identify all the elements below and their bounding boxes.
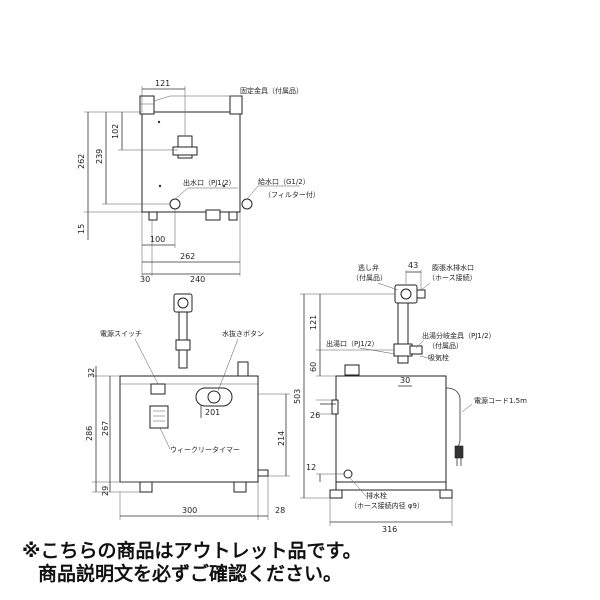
dim-front-32: 32 (87, 368, 96, 378)
dim-side-503: 503 (293, 389, 302, 404)
dim-front-214: 214 (277, 431, 286, 446)
top-view: 固定金具（付属品） 出水口（PJ1/2） 給水口（G1/2） （フィルター付） … (77, 79, 320, 284)
dim-top-30: 30 (140, 275, 150, 284)
dim-front-286: 286 (85, 426, 94, 441)
dim-side-121: 121 (309, 315, 318, 330)
front-weekly-timer[interactable] (149, 405, 169, 429)
side-branch-fitting (393, 343, 413, 357)
side-view: 逃し弁 （付属品） 膨張水排水口 （ホース接続） 出湯口（PJ1/2） 出湯分岐… (293, 261, 527, 534)
dim-side-60: 60 (309, 362, 318, 372)
label-weekly-timer: ウィークリータイマー (170, 445, 240, 454)
label-expansion-sub: （ホース接続） (428, 273, 477, 282)
label-drain-sub: （ホース接続内径 φ9） (350, 501, 424, 510)
dim-top-102: 102 (111, 124, 120, 139)
dim-side-12: 12 (306, 463, 316, 472)
leader-fixing (153, 95, 240, 102)
dim-side-43: 43 (408, 261, 418, 270)
dim-front-267: 267 (101, 421, 110, 436)
label-drain-button: 水抜きボタン (222, 329, 264, 338)
notice-line-2: 商品説明文を必ずご確認ください。 (38, 563, 343, 585)
front-drain-button[interactable] (207, 390, 221, 404)
dim-side-26: 26 (310, 411, 320, 420)
top-outlet-fitting (169, 198, 181, 210)
top-view-body (141, 111, 241, 213)
label-branch-fitting: 出湯分岐金具（PJ1/2） (422, 331, 496, 340)
label-branch-sub: （付属品） (428, 341, 463, 350)
front-view: 電源スイッチ 水抜きボタン ウィークリータイマー 201 32 286 267 … (85, 293, 290, 520)
fixing-bracket (139, 95, 155, 115)
label-intake-plug: 吸気栓 (428, 353, 449, 362)
front-body (119, 375, 259, 483)
label-top-inlet: 給水口（G1/2） (258, 177, 310, 186)
dimension-diagram: 固定金具（付属品） 出水口（PJ1/2） 給水口（G1/2） （フィルター付） … (77, 79, 527, 534)
top-center-fitting (205, 209, 221, 221)
dim-front-29: 29 (101, 486, 110, 496)
label-expansion-drain: 膨張水排水口 (432, 263, 474, 272)
front-foot-left (139, 481, 153, 493)
dim-side-316: 316 (382, 525, 397, 534)
dim-top-239: 239 (95, 149, 104, 164)
fixing-bracket-right (229, 95, 243, 115)
front-foot-right (233, 481, 247, 493)
dim-front-300: 300 (182, 506, 197, 515)
label-filter: （フィルター付） (264, 190, 320, 199)
label-hot-outlet: 出湯口（PJ1/2） (326, 339, 379, 348)
dim-top-262: 262 (77, 154, 86, 169)
dim-top-121: 121 (155, 79, 170, 88)
dim-side-30: 30 (400, 376, 410, 385)
dim-top-15: 15 (77, 224, 86, 234)
side-intake-plug (344, 364, 360, 376)
side-drain-plug (343, 469, 353, 479)
label-relief-sub: （付属品） (352, 273, 387, 282)
dim-front-28: 28 (275, 506, 285, 515)
label-relief-valve: 逃し弁 (358, 263, 379, 272)
side-pipe (397, 302, 409, 364)
side-power-cord (445, 387, 461, 449)
label-top-outlet: 出水口（PJ1/2） (183, 178, 236, 187)
outlet-notice: ※こちらの商品はアウトレット品です。 商品説明文を必ずご確認ください。 (22, 540, 582, 586)
notice-line-1: ※こちらの商品はアウトレット品です。 (22, 540, 362, 562)
dim-top-262b: 262 (180, 252, 195, 261)
dim-front-201: 201 (205, 408, 220, 417)
label-drain-plug: 排水栓 (366, 491, 387, 500)
label-fixing-bracket: 固定金具（付属品） (240, 86, 303, 95)
top-valve-body (172, 146, 198, 156)
front-intake-plug (237, 361, 249, 377)
dim-top-100: 100 (150, 235, 165, 244)
front-power-switch[interactable] (150, 383, 166, 395)
label-power-cord: 電源コード1.5m (474, 396, 527, 405)
label-power-switch: 電源スイッチ (100, 329, 142, 338)
side-foot-right (439, 489, 453, 499)
top-inlet-fitting (241, 198, 253, 210)
side-foot-left (329, 489, 343, 499)
side-body (335, 375, 447, 483)
dim-top-240: 240 (190, 275, 205, 284)
